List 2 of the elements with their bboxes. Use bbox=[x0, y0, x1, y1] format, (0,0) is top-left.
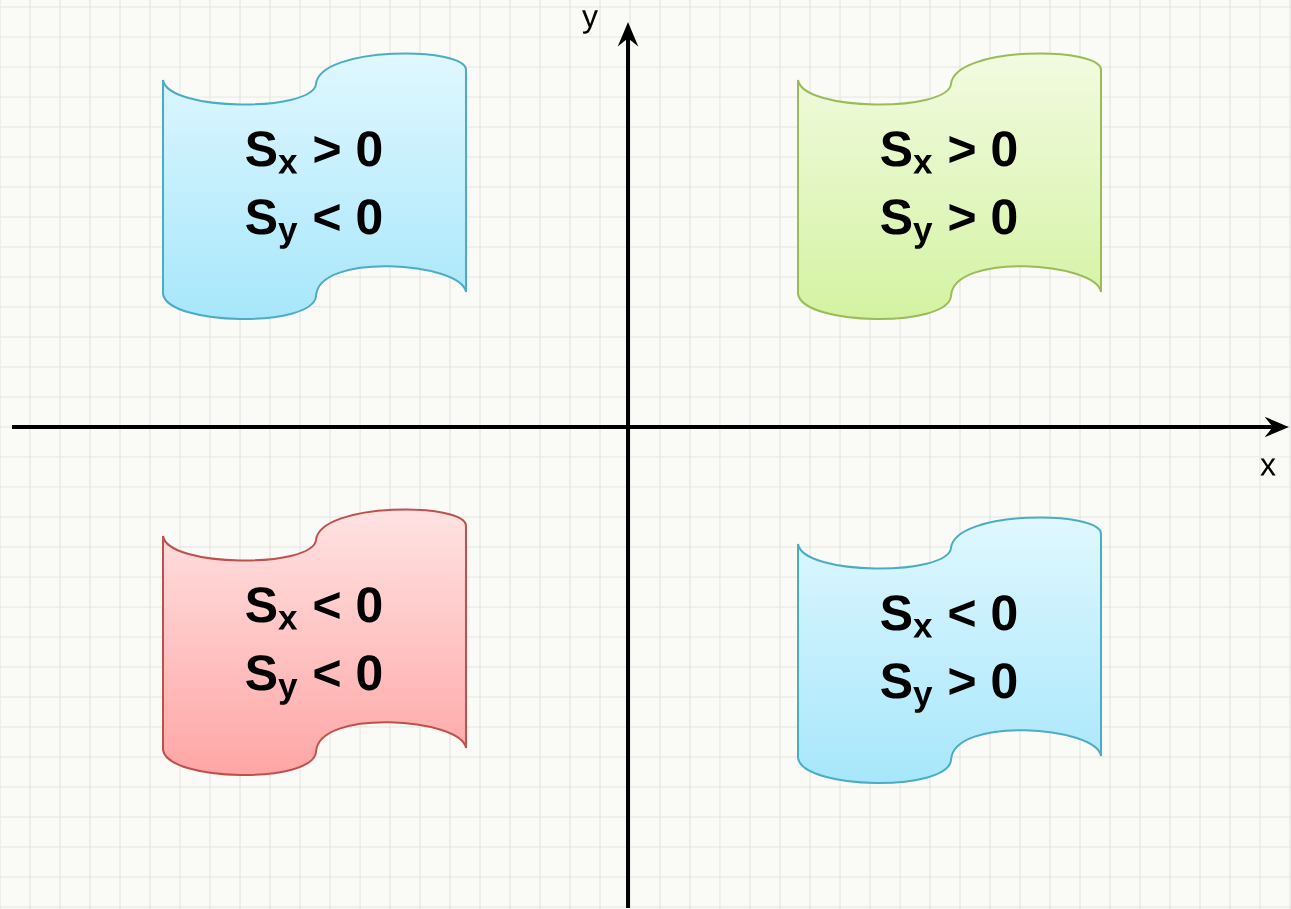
axis-label: x bbox=[1260, 458, 1276, 476]
axis-label: y bbox=[582, 10, 598, 34]
